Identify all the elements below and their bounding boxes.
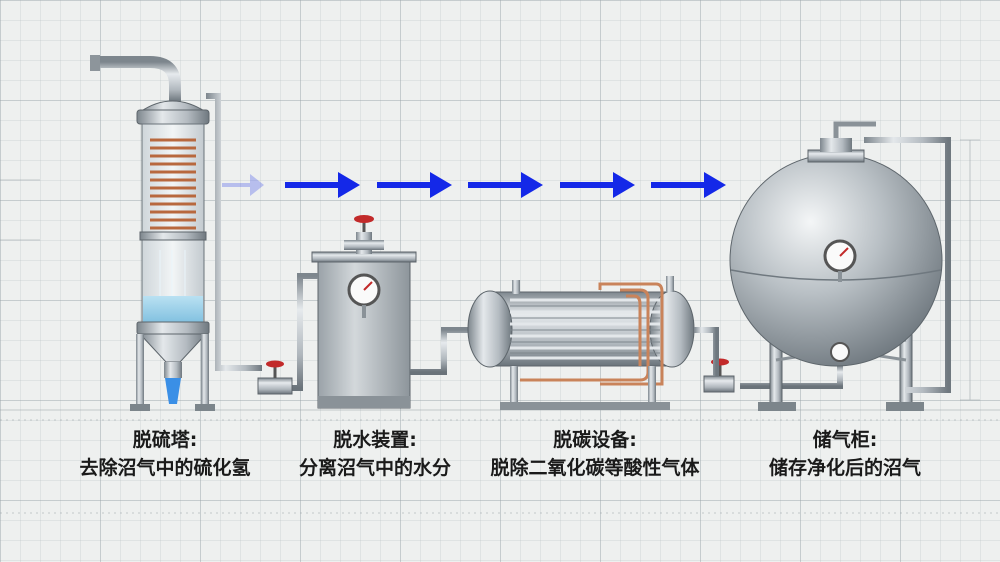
stage-description: 脱除二氧化碳等酸性气体 [490,457,700,479]
flow-arrow-icon [377,172,452,198]
flow-arrows [222,172,726,198]
decarbonization-exchanger [430,276,740,410]
stage-description: 储存净化后的沼气 [768,457,921,479]
dehydration-unit [257,215,470,409]
stage-title: 脱硫塔: [132,429,198,451]
stage-title: 脱水装置: [333,429,417,451]
stage-label-dehydration: 脱水装置: 分离沼气中的水分 [255,426,495,482]
flow-arrow-icon [222,174,264,196]
stage-title: 储气柜: [812,429,878,451]
pressure-gauge-icon [823,239,857,282]
stage-label-desulfurization: 脱硫塔: 去除沼气中的硫化氢 [40,426,290,482]
gate-valve-icon[interactable] [266,360,284,368]
flow-arrow-icon [285,172,360,198]
flow-arrow-icon [651,172,726,198]
desulfurization-tower [90,55,262,411]
gas-storage-sphere [729,121,951,411]
stage-description: 去除沼气中的硫化氢 [79,457,251,479]
stage-title: 脱碳设备: [553,429,637,451]
stage-label-decarbonization: 脱碳设备: 脱除二氧化碳等酸性气体 [470,426,720,482]
flow-arrow-icon [560,172,635,198]
pressure-gauge-icon [347,273,381,318]
valve-handle-icon[interactable] [354,215,374,223]
flow-arrow-icon [468,172,543,198]
stage-label-storage: 储气柜: 储存净化后的沼气 [735,426,955,482]
stage-description: 分离沼气中的水分 [298,457,451,479]
